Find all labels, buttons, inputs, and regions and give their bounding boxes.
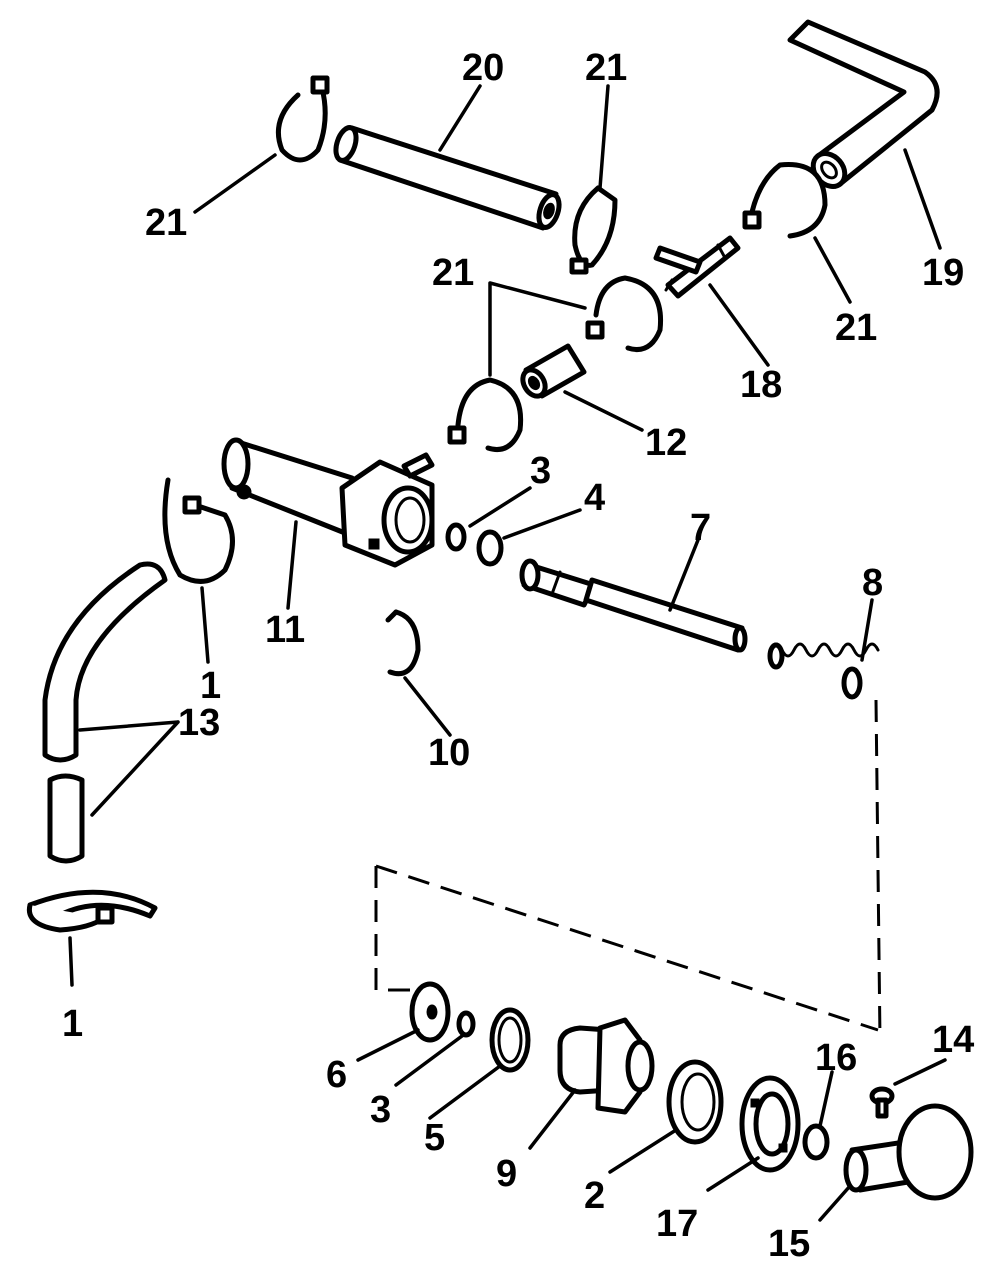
clamp-part-1-upper — [162, 477, 235, 584]
clamp-part-21-upper — [569, 185, 618, 275]
callout-1: 1 — [200, 665, 221, 707]
hose-part-13-lower — [47, 773, 85, 864]
o-ring-part-4 — [476, 529, 504, 567]
callout-13: 13 — [178, 702, 220, 744]
callout-7: 7 — [690, 507, 711, 549]
primer-body-part-11 — [221, 437, 435, 568]
callout-3: 3 — [370, 1089, 391, 1131]
o-ring-part-3-upper — [445, 522, 467, 552]
screw-part-14 — [869, 1086, 895, 1119]
seal-ring-part-5 — [489, 1007, 531, 1073]
callout-20: 20 — [462, 47, 504, 89]
callout-labels: 21 20 21 19 21 21 18 12 3 4 7 8 11 1 13 … — [62, 47, 974, 1261]
callout-11: 11 — [265, 609, 305, 651]
callout-14: 14 — [932, 1019, 974, 1061]
knob-part-15 — [843, 1103, 974, 1201]
callout-10: 10 — [428, 732, 470, 774]
tee-fitting-part-18 — [653, 235, 741, 299]
callout-4: 4 — [584, 477, 605, 519]
callout-6: 6 — [326, 1054, 347, 1096]
assembly-dashed-line — [374, 699, 882, 1041]
callout-1: 1 — [62, 1003, 83, 1045]
clamp-part-21-right — [742, 162, 828, 239]
sleeve-part-12 — [520, 343, 587, 399]
callout-21: 21 — [432, 252, 474, 294]
callout-19: 19 — [922, 252, 964, 294]
clamp-part-21-left — [275, 75, 330, 163]
callout-16: 16 — [815, 1037, 857, 1079]
callout-17: 17 — [656, 1203, 698, 1245]
retaining-ring-part-10 — [385, 609, 421, 677]
o-ring-part-3-lower — [456, 1010, 476, 1038]
callout-21: 21 — [145, 202, 187, 244]
o-ring-part-16 — [802, 1123, 830, 1161]
nut-part-2 — [666, 1059, 724, 1145]
callout-2: 2 — [584, 1175, 605, 1217]
callout-21: 21 — [585, 47, 627, 89]
callout-12: 12 — [645, 422, 687, 464]
hose-part-20 — [333, 125, 562, 231]
hose-part-13-upper — [42, 561, 168, 763]
ring-nut-part-17 — [739, 1075, 801, 1173]
plunger-shaft-part-7 — [519, 558, 748, 653]
clamp-part-21-mid-upper — [585, 275, 664, 352]
clamp-part-21-mid-lower — [447, 377, 524, 452]
callout-9: 9 — [496, 1153, 517, 1195]
callout-21: 21 — [835, 307, 877, 349]
bushing-part-9 — [557, 1017, 655, 1115]
leader-lines — [68, 84, 947, 1222]
callout-5: 5 — [424, 1117, 445, 1159]
callout-18: 18 — [740, 364, 782, 406]
callout-3: 3 — [530, 450, 551, 492]
clamp-part-1-lower — [26, 889, 158, 933]
callout-15: 15 — [768, 1223, 810, 1261]
spring-part-8 — [767, 642, 880, 700]
washer-part-6 — [409, 981, 451, 1043]
callout-8: 8 — [862, 562, 883, 604]
elbow-hose-part-19 — [787, 19, 940, 189]
